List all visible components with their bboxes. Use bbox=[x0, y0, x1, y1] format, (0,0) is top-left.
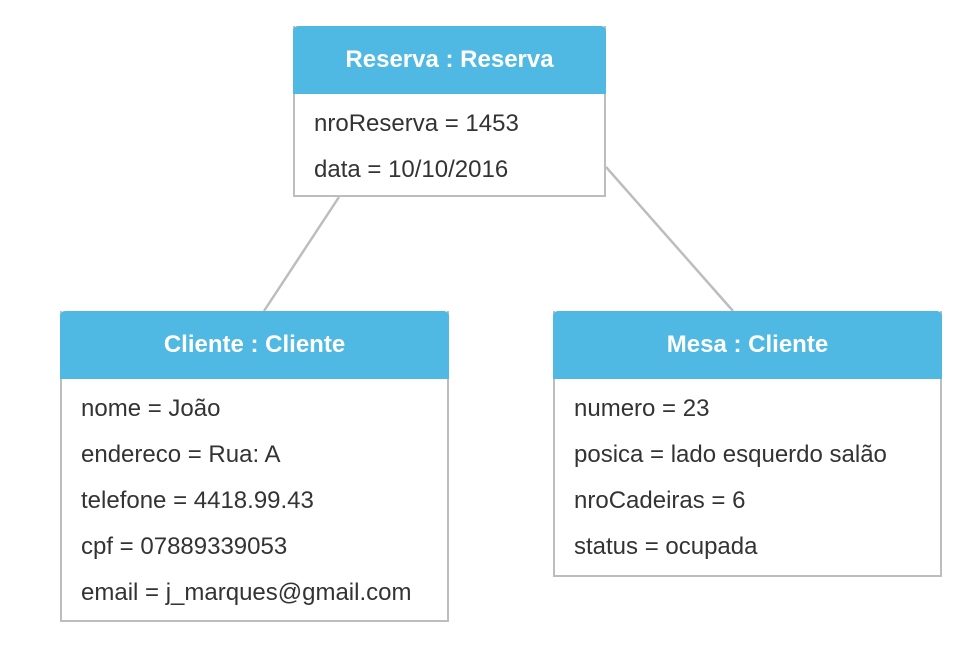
object-cliente-header: Cliente : Cliente bbox=[60, 311, 449, 379]
object-cliente-title: Cliente : Cliente bbox=[163, 331, 346, 358]
attribute-posica: posica = lado esquerdo salão bbox=[574, 441, 887, 468]
attribute-cpf: cpf = 07889339053 bbox=[81, 533, 288, 560]
object-mesa-title: Mesa : Cliente bbox=[666, 331, 829, 358]
link-reserva-mesa bbox=[605, 166, 734, 312]
object-cliente-attributes: nome = João endereco = Rua: A telefone =… bbox=[62, 379, 447, 620]
attribute-data: data = 10/10/2016 bbox=[314, 156, 509, 183]
attribute-endereco: endereco = Rua: A bbox=[81, 441, 281, 468]
attribute-nrocadeiras: nroCadeiras = 6 bbox=[574, 487, 746, 514]
object-mesa[interactable]: Mesa : Cliente numero = 23 posica = lado… bbox=[553, 311, 942, 577]
object-reserva[interactable]: Reserva : Reserva nroReserva = 1453 data… bbox=[293, 26, 606, 197]
object-reserva-attributes: nroReserva = 1453 data = 10/10/2016 bbox=[295, 94, 604, 195]
attribute-status: status = ocupada bbox=[574, 533, 758, 560]
attribute-telefone: telefone = 4418.99.43 bbox=[81, 487, 314, 514]
object-cliente[interactable]: Cliente : Cliente nome = João endereco =… bbox=[60, 311, 449, 622]
object-reserva-title: Reserva : Reserva bbox=[345, 46, 554, 73]
attribute-nome: nome = João bbox=[81, 395, 221, 422]
object-reserva-header: Reserva : Reserva bbox=[293, 26, 606, 94]
object-mesa-header: Mesa : Cliente bbox=[553, 311, 942, 379]
object-mesa-attributes: numero = 23 posica = lado esquerdo salão… bbox=[555, 379, 940, 575]
attribute-numero: numero = 23 bbox=[574, 395, 710, 422]
attribute-email: email = j_marques@gmail.com bbox=[81, 579, 412, 606]
attribute-nroreserva: nroReserva = 1453 bbox=[314, 110, 519, 137]
link-reserva-cliente bbox=[262, 196, 341, 312]
